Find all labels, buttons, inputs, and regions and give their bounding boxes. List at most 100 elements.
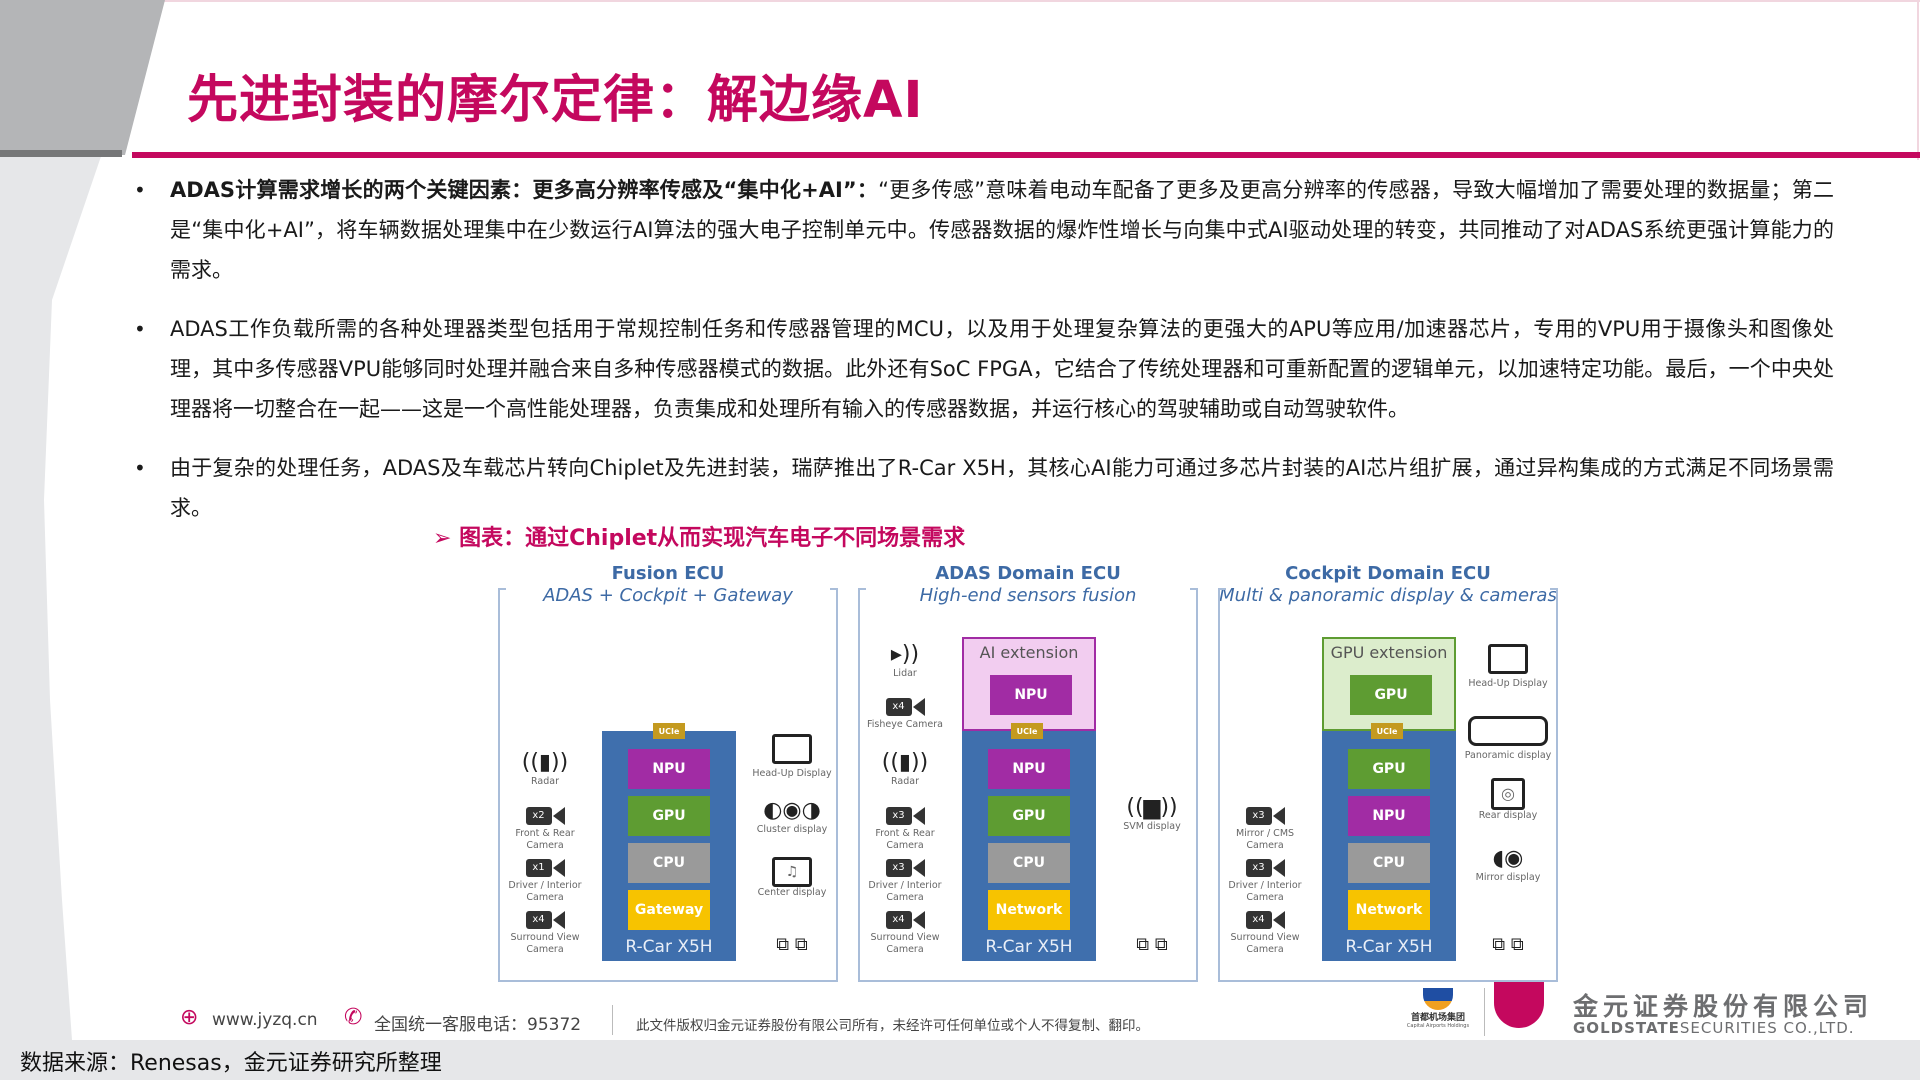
soc-label: R-Car X5H bbox=[625, 937, 713, 957]
output-network: ⧉ ⧉ bbox=[752, 932, 832, 958]
camera-count: x3 bbox=[1245, 859, 1272, 877]
capital-airports-logo-icon bbox=[1423, 988, 1453, 1010]
chip-cpu: CPU bbox=[628, 843, 710, 883]
camera-icon: x3 bbox=[1245, 858, 1285, 878]
panel-frame bbox=[858, 588, 1198, 982]
bracket-right bbox=[830, 588, 838, 590]
camera-count: x4 bbox=[885, 698, 912, 716]
chip-cpu: CPU bbox=[1348, 843, 1430, 883]
touch-screen-icon: ◎ bbox=[1491, 778, 1525, 810]
panel-title: Cockpit Domain ECU bbox=[1285, 563, 1491, 584]
output-center: ♫ Center display bbox=[752, 857, 832, 899]
camera-icon: x3 bbox=[885, 858, 925, 878]
panel-title: ADAS Domain ECU bbox=[935, 563, 1121, 584]
logo-divider bbox=[1484, 988, 1485, 1036]
radar-icon: ((▮)) bbox=[881, 750, 929, 775]
sensor-fisheye-camera: x4 Fisheye Camera bbox=[867, 697, 943, 731]
sensor-label: Surround View Camera bbox=[510, 932, 580, 955]
sensor-radar: ((▮)) Radar bbox=[507, 750, 583, 788]
footer-divider bbox=[612, 1005, 613, 1035]
chip-npu: NPU bbox=[628, 749, 710, 789]
bullet-bold-lead: ADAS计算需求增长的两个关键因素：更多高分辨率传感及“集中化+AI”： bbox=[170, 178, 879, 202]
gpu-extension-box: GPU extension GPU bbox=[1322, 637, 1456, 731]
figure-caption: ➢ 图表：通过Chiplet从而实现汽车电子不同场景需求 bbox=[433, 526, 966, 551]
chip-npu: NPU bbox=[1348, 796, 1430, 836]
soc-label: R-Car X5H bbox=[985, 937, 1073, 957]
output-rear-display: ◎ Rear display bbox=[1464, 778, 1552, 822]
panoramic-display-icon bbox=[1468, 716, 1548, 746]
output-label: Panoramic display bbox=[1464, 750, 1552, 761]
sensor-lidar: ▸)) Lidar bbox=[867, 642, 943, 680]
sensor-surround-camera: x4 Surround View Camera bbox=[867, 910, 943, 956]
camera-icon: x3 bbox=[1245, 806, 1285, 826]
partner-name-en: Capital Airports Holdings bbox=[1406, 1023, 1470, 1029]
output-label: Center display bbox=[757, 887, 827, 898]
network-icon: ⧉ ⧉ bbox=[776, 934, 808, 955]
sensor-label: Front & Rear Camera bbox=[515, 828, 575, 851]
output-svm: ((▆)) SVM display bbox=[1110, 795, 1194, 833]
sensor-label: Driver / Interior Camera bbox=[508, 880, 582, 903]
bullet-text: 由于复杂的处理任务，ADAS及车载芯片转向Chiplet及先进封装，瑞萨推出了R… bbox=[170, 456, 1834, 520]
extension-title: AI extension bbox=[979, 643, 1079, 662]
chip-gpu: GPU bbox=[988, 796, 1070, 836]
goldstate-logo-icon bbox=[1494, 982, 1544, 1028]
extension-title: GPU extension bbox=[1330, 643, 1448, 662]
ucie-badge: UCIe bbox=[1011, 723, 1043, 739]
radar-icon: ((▮)) bbox=[521, 750, 569, 775]
sensor-label: Driver / Interior Camera bbox=[1228, 880, 1302, 903]
output-cluster: ◐◉◑ Cluster display bbox=[752, 798, 832, 836]
bracket-right bbox=[1550, 588, 1558, 590]
ai-extension-box: AI extension NPU bbox=[962, 637, 1096, 731]
chip-network: Network bbox=[988, 890, 1070, 930]
company-name-cn: 金元证券股份有限公司 bbox=[1573, 992, 1874, 1021]
bracket-left bbox=[498, 588, 506, 590]
output-label: Rear display bbox=[1478, 810, 1538, 821]
bracket-left bbox=[1218, 588, 1226, 590]
sensor-label: Surround View Camera bbox=[1230, 932, 1300, 955]
sensor-front-rear-camera: x2 Front & Rear Camera bbox=[507, 806, 583, 852]
sensor-label: Lidar bbox=[893, 668, 917, 679]
sensor-label: Fisheye Camera bbox=[867, 719, 943, 730]
panel-subtitle: ADAS + Cockpit + Gateway bbox=[543, 585, 793, 606]
ucie-badge: UCIe bbox=[653, 723, 685, 739]
chip-gpu: GPU bbox=[628, 796, 710, 836]
sensor-surround-camera: x4 Surround View Camera bbox=[1227, 910, 1303, 956]
company-name-en-bold: GOLDSTATE bbox=[1573, 1019, 1680, 1037]
gauge-icon: ◐◉◑ bbox=[763, 798, 821, 823]
camera-count: x4 bbox=[1245, 911, 1272, 929]
sensor-mirror-camera: x3 Mirror / CMS Camera bbox=[1227, 806, 1303, 852]
top-border bbox=[160, 0, 1920, 2]
output-network: ⧉ ⧉ bbox=[1112, 932, 1192, 958]
camera-icon: x3 bbox=[885, 806, 925, 826]
camera-count: x3 bbox=[885, 859, 912, 877]
bullet-text: ADAS工作负载所需的各种处理器类型包括用于常规控制任务和传感器管理的MCU，以… bbox=[170, 317, 1834, 421]
sensor-label: Mirror / CMS Camera bbox=[1235, 828, 1295, 851]
hud-icon bbox=[772, 734, 812, 764]
company-name-en: GOLDSTATESECURITIES CO.,LTD. bbox=[1573, 1019, 1855, 1037]
soc-label: R-Car X5H bbox=[1345, 937, 1433, 957]
sensor-driver-camera: x3 Driver / Interior Camera bbox=[1227, 858, 1303, 904]
output-label: Cluster display bbox=[756, 824, 828, 835]
chip-gpu: GPU bbox=[1348, 749, 1430, 789]
camera-icon: x4 bbox=[1245, 910, 1285, 930]
output-label: Head-Up Display bbox=[1468, 678, 1548, 689]
bullet-item: •ADAS工作负载所需的各种处理器类型包括用于常规控制任务和传感器管理的MCU，… bbox=[134, 309, 1834, 429]
ucie-badge: UCIe bbox=[1371, 723, 1403, 739]
partner-name-cn: 首都机场集团 bbox=[1410, 1013, 1465, 1023]
website-link[interactable]: www.jyzq.cn bbox=[212, 1010, 318, 1030]
output-mirror-display: ◖◉ Mirror display bbox=[1464, 846, 1552, 884]
camera-icon: x2 bbox=[525, 806, 565, 826]
sensor-label: Radar bbox=[531, 776, 559, 787]
phone-icon: ✆ bbox=[344, 1005, 363, 1030]
bullet-text: “更多传感”意味着电动车配备了更多及更高分辨率的传感器，导致大幅增加了需要处理的… bbox=[170, 178, 1834, 282]
soc-r-car-x5h: GPU NPU CPU Network R-Car X5H bbox=[1322, 731, 1456, 961]
copyright-text: 此文件版权归金元证券股份有限公司所有，未经许可任何单位或个人不得复制、翻印。 bbox=[636, 1018, 1149, 1034]
soc-r-car-x5h: UCIe NPU GPU CPU Gateway R-Car X5H bbox=[602, 723, 736, 961]
data-source: 数据来源：Renesas，金元证券研究所整理 bbox=[20, 1051, 442, 1076]
hud-icon bbox=[1488, 644, 1528, 674]
soc-r-car-x5h: NPU GPU CPU Network R-Car X5H bbox=[962, 731, 1096, 961]
lidar-icon: ▸)) bbox=[890, 642, 920, 667]
panel-frame bbox=[1218, 588, 1558, 982]
sensor-label: Radar bbox=[891, 776, 919, 787]
